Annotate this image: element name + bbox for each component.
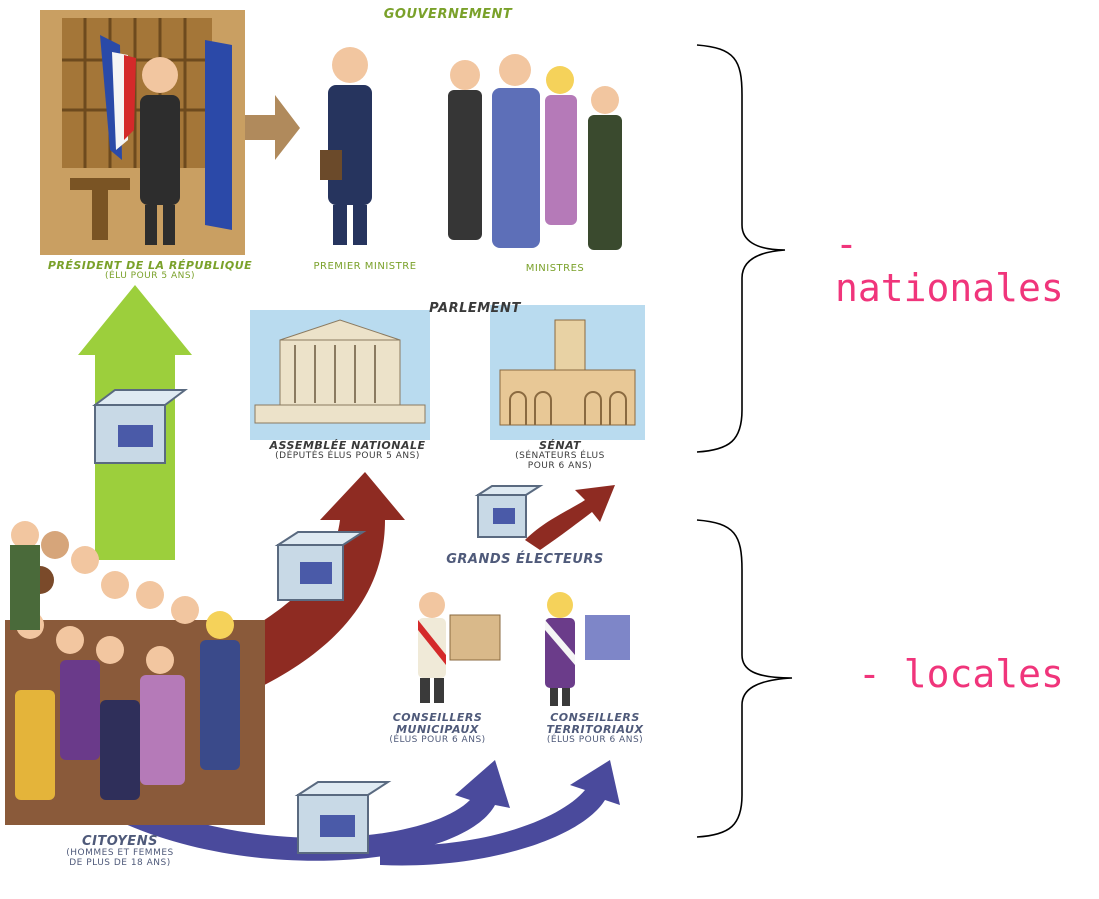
parlement-title: PARLEMENT: [429, 301, 521, 316]
conseiller-territorial-figure: [545, 592, 630, 706]
grands-electeurs-title: GRANDS ÉLECTEURS: [446, 552, 604, 567]
ministres-figures: [448, 54, 622, 250]
territoriaux-line1: CONSEILLERS: [550, 711, 640, 724]
conseillers-municipaux-label: CONSEILLERS MUNICIPAUX (ÉLUS POUR 6 ANS): [365, 711, 510, 746]
premier-ministre-label: PREMIER MINISTRE: [313, 261, 417, 272]
president-label: PRÉSIDENT DE LA RÉPUBLIQUE (ÉLU POUR 5 A…: [15, 259, 285, 282]
annotation-locales: - locales: [858, 652, 1064, 696]
ministres-label: MINISTRES: [525, 263, 585, 274]
premier-ministre-figure: [320, 47, 372, 245]
arrow-president-gouvernement: [245, 95, 300, 160]
brace-locales: [696, 519, 793, 838]
ballot-box-president: [92, 389, 188, 464]
arrow-citoyens-conseillers-2: [380, 760, 620, 866]
assemblee-note: (DÉPUTÉS ÉLUS POUR 5 ANS): [275, 451, 420, 462]
citoyens-crowd: [5, 521, 265, 825]
citoyens-label: CITOYENS (HOMMES ET FEMMES DE PLUS DE 18…: [20, 834, 220, 869]
annotation-nationales: - nationales: [835, 222, 1064, 310]
senat-note-2: POUR 6 ANS): [527, 460, 593, 471]
assemblee-label: ASSEMBLÉE NATIONALE (DÉPUTÉS ÉLUS POUR 5…: [235, 439, 460, 462]
citoyens-note-1: (HOMMES ET FEMMES: [66, 848, 174, 859]
municipaux-note: (ÉLUS POUR 6 ANS): [389, 735, 486, 746]
senat-building: [490, 305, 645, 440]
president-panel: [40, 10, 245, 255]
gouvernement-title: GOUVERNEMENT: [383, 7, 513, 22]
president-note: (ÉLU POUR 5 ANS): [104, 271, 196, 282]
arrow-grands-electeurs-senat: [525, 485, 615, 550]
citoyens-note-2: DE PLUS DE 18 ANS): [69, 858, 171, 869]
senat-note-1: (SÉNATEURS ÉLUS: [515, 451, 605, 462]
brace-nationales: [696, 44, 786, 453]
ballot-box-conseillers: [294, 781, 392, 854]
arrow-citoyens-conseillers: [80, 760, 510, 861]
ballot-box-senat: [474, 485, 544, 538]
ballot-box-assemblee: [274, 531, 367, 601]
senat-label: SÉNAT (SÉNATEURS ÉLUS POUR 6 ANS): [495, 439, 625, 472]
territoriaux-line2: TERRITORIAUX: [546, 723, 644, 737]
conseillers-territoriaux-label: CONSEILLERS TERRITORIAUX (ÉLUS POUR 6 AN…: [520, 711, 670, 746]
territoriaux-note: (ÉLUS POUR 6 ANS): [546, 735, 644, 746]
senat-label-text: SÉNAT: [538, 439, 582, 452]
municipaux-line2: MUNICIPAUX: [396, 723, 479, 737]
municipaux-line1: CONSEILLERS: [392, 711, 483, 724]
assemblee-nationale-building: [250, 310, 430, 440]
conseiller-municipal-figure: [418, 592, 501, 703]
assemblee-label-text: ASSEMBLÉE NATIONALE: [269, 439, 426, 452]
citoyens-label-text: CITOYENS: [82, 834, 158, 849]
president-label-text: PRÉSIDENT DE LA RÉPUBLIQUE: [47, 259, 253, 272]
